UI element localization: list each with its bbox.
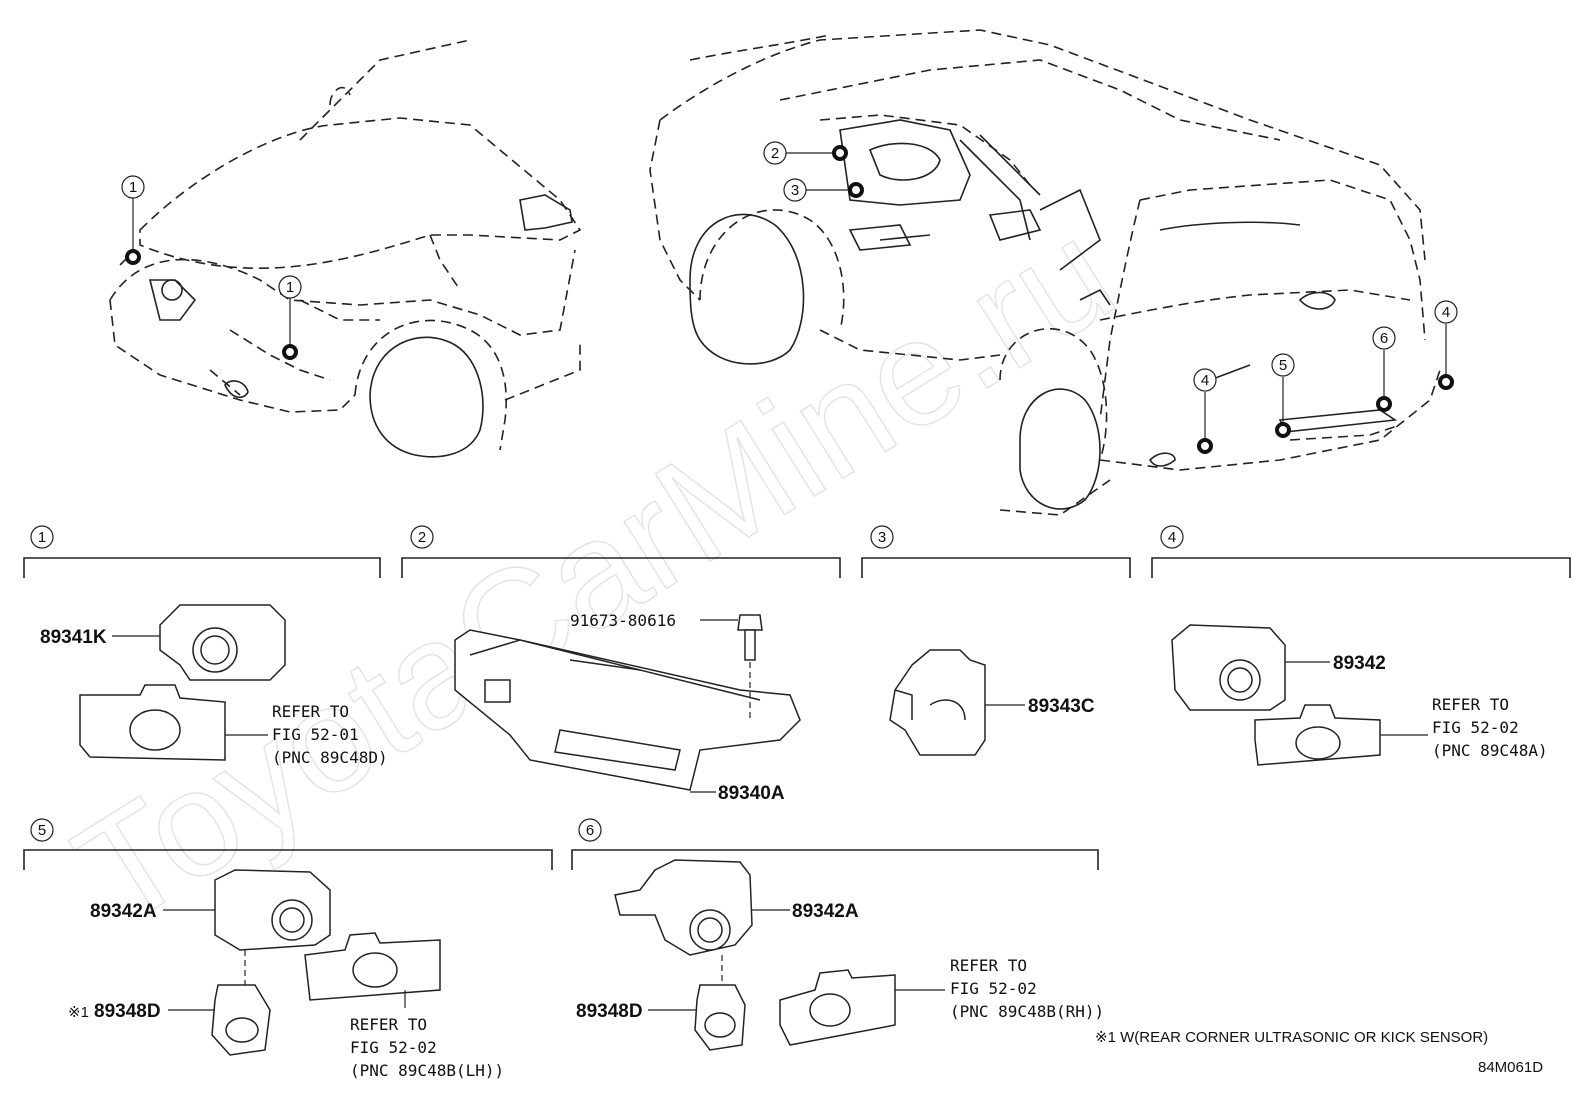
sensor-mark-4-left bbox=[1197, 438, 1213, 454]
svg-text:1: 1 bbox=[286, 279, 294, 296]
section-6: 6 89342A 89348D REFER TO FIG 52-02 (PNC … bbox=[571, 818, 1104, 1051]
section-4-number: 4 bbox=[1160, 525, 1184, 549]
part-label-89340a: 89340A bbox=[718, 783, 785, 804]
part-label-91673-80616: 91673-80616 bbox=[570, 611, 676, 630]
watermark: ToyotaCarMine.ru bbox=[48, 187, 1141, 957]
svg-text:5: 5 bbox=[1279, 357, 1287, 374]
section-1-number: 1 bbox=[30, 525, 54, 549]
section-2: 2 91673-80616 89340A bbox=[401, 525, 841, 804]
callout-3-vehicle: 3 bbox=[783, 178, 807, 202]
section-3-number: 3 bbox=[870, 525, 894, 549]
sensor-mark-front-left bbox=[125, 249, 141, 265]
part-label-89342a-s6: 89342A bbox=[792, 901, 859, 922]
section-3-bracket bbox=[861, 557, 1131, 578]
svg-text:5: 5 bbox=[38, 822, 46, 839]
svg-text:4: 4 bbox=[1442, 304, 1450, 321]
callout-2-vehicle: 2 bbox=[763, 141, 787, 165]
sensor-89342a-s5-illustration bbox=[211, 869, 441, 1056]
sensor-mark-6 bbox=[1376, 396, 1392, 412]
sensor-mark-2 bbox=[832, 145, 848, 161]
section-5: 5 89342A ※1 89348D REFER TO FIG 52-02 (P… bbox=[23, 818, 553, 1080]
callout-4-vehicle-left: 4 bbox=[1193, 368, 1217, 392]
part-label-89342a-s5: 89342A bbox=[90, 901, 157, 922]
refer-to-s4-line1: REFER TO bbox=[1432, 695, 1509, 714]
section-6-bracket bbox=[571, 849, 1099, 870]
footnote-text: ※1 W(REAR CORNER ULTRASONIC OR KICK SENS… bbox=[1095, 1029, 1488, 1046]
refer-to-s5-line2: FIG 52-02 bbox=[350, 1038, 437, 1057]
section-4: 4 89342 REFER TO FIG 52-02 (PNC 89C48A) bbox=[1151, 525, 1571, 766]
sensor-89342a-s6-illustration bbox=[614, 859, 896, 1051]
sensor-mark-front-right bbox=[282, 344, 298, 360]
svg-text:2: 2 bbox=[418, 529, 426, 546]
sensor-89343c-illustration bbox=[889, 649, 986, 756]
module-89340a-illustration bbox=[454, 629, 801, 791]
vehicle-callouts: 1 1 2 3 4 5 6 4 bbox=[121, 141, 1458, 392]
svg-text:4: 4 bbox=[1201, 372, 1209, 389]
section-1: 1 89341K REFER TO FIG 52-01 (PNC 89C48D) bbox=[23, 525, 388, 767]
svg-text:3: 3 bbox=[878, 529, 886, 546]
refer-to-s5-line3: (PNC 89C48B(LH)) bbox=[350, 1061, 504, 1080]
svg-text:2: 2 bbox=[771, 145, 779, 162]
svg-text:3: 3 bbox=[791, 182, 799, 199]
part-label-89348d-s6: 89348D bbox=[576, 1001, 643, 1022]
sensor-mark-4-right bbox=[1438, 374, 1454, 390]
section-6-number: 6 bbox=[578, 818, 602, 842]
callout-1-front-right: 1 bbox=[278, 275, 302, 299]
part-label-89348d-s5: 89348D bbox=[94, 1001, 161, 1022]
callout-5-vehicle: 5 bbox=[1271, 353, 1295, 377]
front-vehicle-illustration bbox=[109, 39, 582, 458]
refer-to-s1-line2: FIG 52-01 bbox=[272, 725, 359, 744]
refer-to-s4-line3: (PNC 89C48A) bbox=[1432, 741, 1548, 760]
section-2-bracket bbox=[401, 557, 841, 578]
refer-to-s5-line1: REFER TO bbox=[350, 1015, 427, 1034]
svg-text:1: 1 bbox=[129, 179, 137, 196]
sensor-mark-5 bbox=[1275, 422, 1291, 438]
svg-text:1: 1 bbox=[38, 529, 46, 546]
refer-to-s6-line3: (PNC 89C48B(RH)) bbox=[950, 1002, 1104, 1021]
refer-to-s4-line2: FIG 52-02 bbox=[1432, 718, 1519, 737]
callout-1-front-left: 1 bbox=[121, 175, 145, 199]
sensor-89341k-illustration bbox=[79, 604, 286, 761]
section-4-bracket bbox=[1151, 557, 1571, 578]
svg-text:6: 6 bbox=[586, 822, 594, 839]
callout-4-vehicle-right: 4 bbox=[1434, 300, 1458, 324]
section-1-bracket bbox=[23, 557, 381, 578]
svg-text:6: 6 bbox=[1380, 330, 1388, 347]
section-3: 3 89343C bbox=[861, 525, 1131, 756]
bolt-91673-80616-illustration bbox=[737, 614, 763, 720]
refer-to-s6-line1: REFER TO bbox=[950, 956, 1027, 975]
rear-vehicle-illustration bbox=[649, 29, 1441, 516]
refer-to-s1-line1: REFER TO bbox=[272, 702, 349, 721]
callout-6-vehicle: 6 bbox=[1372, 326, 1396, 350]
section-5-bracket bbox=[23, 849, 553, 870]
part-label-89341k: 89341K bbox=[40, 627, 107, 648]
sensor-location-marks bbox=[125, 145, 1454, 454]
section-5-number: 5 bbox=[30, 818, 54, 842]
diagram-code: 84M061D bbox=[1478, 1059, 1543, 1076]
section-2-number: 2 bbox=[410, 525, 434, 549]
refer-to-s6-line2: FIG 52-02 bbox=[950, 979, 1037, 998]
svg-text:4: 4 bbox=[1168, 529, 1176, 546]
part-label-89342: 89342 bbox=[1333, 653, 1386, 674]
part-label-89343c: 89343C bbox=[1028, 696, 1095, 717]
sensor-mark-3 bbox=[848, 182, 864, 198]
footnote-marker-s5: ※1 bbox=[68, 1004, 89, 1021]
refer-to-s1-line3: (PNC 89C48D) bbox=[272, 748, 388, 767]
sensor-89342-illustration bbox=[1171, 624, 1381, 766]
